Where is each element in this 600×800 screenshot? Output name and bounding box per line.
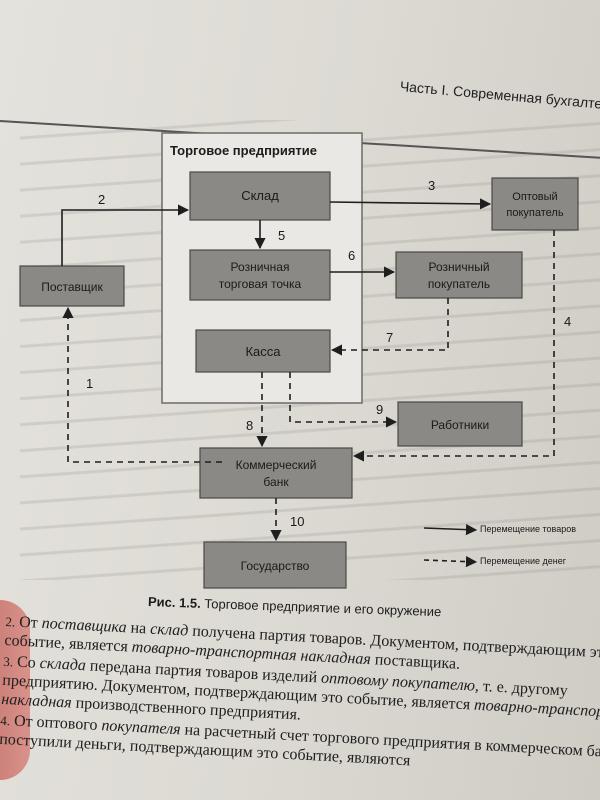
flow-5-label: 5 [278, 228, 285, 243]
legend-goods-label: Перемещение товаров [480, 524, 576, 534]
node-workers: Работники [397, 401, 523, 447]
cashbox-label: Касса [245, 344, 281, 359]
node-retail-point: Розничная торговая точка [189, 249, 331, 301]
flow-10-label: 10 [290, 514, 304, 529]
flow-diagram: Торговое предприятие Склад Оптовый покуп… [19, 132, 579, 589]
bank-label-2: банк [263, 475, 289, 489]
wholesale-label-1: Оптовый [512, 191, 557, 203]
legend: Перемещение товаров Перемещение денег [423, 524, 576, 568]
finger [0, 600, 30, 780]
state-label: Государство [241, 559, 310, 573]
flow-7-label: 7 [386, 330, 393, 345]
bank-label-1: Коммерческий [236, 458, 317, 472]
retail-buyer-label-1: Розничный [428, 260, 489, 274]
flow-2-arrow [61, 204, 190, 266]
flow-1-label: 1 [86, 376, 93, 391]
flow-9-label: 9 [376, 402, 383, 417]
warehouse-label: Склад [241, 188, 279, 203]
node-state: Государство [203, 541, 347, 589]
flow-3-arrow [329, 198, 492, 210]
retail-point-label-2: торговая точка [219, 277, 302, 291]
node-wholesale-buyer: Оптовый покупатель [491, 177, 579, 231]
enterprise-title: Торговое предприятие [170, 143, 317, 158]
legend-money-label: Перемещение денег [480, 556, 567, 566]
retail-point-label-1: Розничная [231, 260, 290, 274]
flow-8-label: 8 [246, 418, 253, 433]
retail-buyer-label-2: покупатель [428, 277, 490, 291]
node-retail-buyer: Розничный покупатель [395, 251, 523, 299]
flow-2-label: 2 [98, 192, 105, 207]
flow-6-label: 6 [348, 248, 355, 263]
workers-label: Работники [431, 418, 489, 432]
node-warehouse: Склад [189, 171, 331, 221]
flow-1-arrow [62, 306, 222, 463]
figure-number: Рис. 1.5. [147, 594, 202, 611]
node-supplier: Поставщик [19, 265, 125, 307]
flow-9-arrow [289, 372, 398, 428]
flow-3-label: 3 [428, 178, 435, 193]
flow-4-label: 4 [564, 314, 571, 329]
node-cashbox: Касса [195, 329, 331, 373]
body-text: 2. От поставщика на склад получена парти… [0, 612, 600, 784]
supplier-label: Поставщик [41, 280, 103, 294]
flow-4-arrow [352, 230, 555, 462]
legend-goods-line [423, 524, 478, 536]
node-commercial-bank: Коммерческий банк [199, 447, 353, 499]
wholesale-label-2: покупатель [506, 207, 563, 219]
legend-money-line [423, 556, 478, 568]
